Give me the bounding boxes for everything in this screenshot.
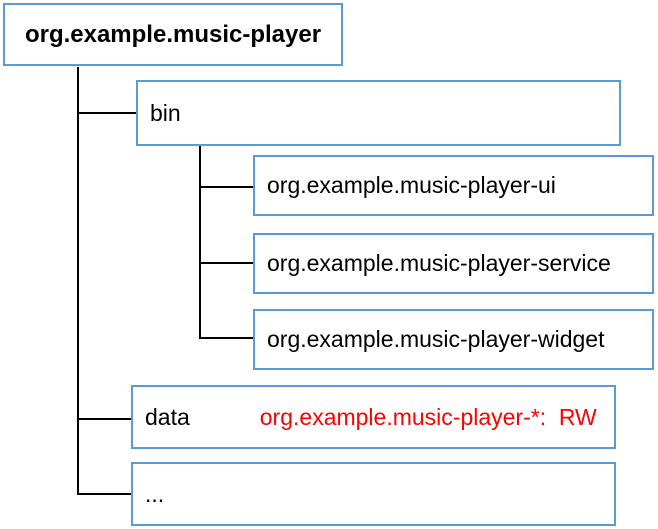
more-directories-label: ... <box>145 480 165 507</box>
more-directories-box: ... <box>131 462 616 526</box>
bin-child-label-service: org.example.music-player-service <box>267 250 611 276</box>
data-permission-rule: org.example.music-player-*: RW <box>259 403 597 430</box>
bin-child-box-widget: org.example.music-player-widget <box>253 309 654 370</box>
root-trunk-line <box>77 67 79 495</box>
bin-child-label-ui: org.example.music-player-ui <box>267 172 556 198</box>
bin-children-trunk-line <box>199 146 201 339</box>
data-directory-box: data org.example.music-player-*: RW <box>131 385 616 449</box>
bin-directory-box: bin <box>136 80 621 146</box>
root-package-box: org.example.music-player <box>3 3 343 66</box>
bin-child-label-widget: org.example.music-player-widget <box>267 326 605 352</box>
more-connector-line <box>79 493 131 495</box>
bin-directory-label: bin <box>150 99 181 126</box>
data-connector-line <box>79 418 131 420</box>
widget-connector-line <box>201 337 253 339</box>
bin-child-box-service: org.example.music-player-service <box>253 233 654 294</box>
ui-connector-line <box>201 186 253 188</box>
bin-connector-line <box>79 112 136 114</box>
bin-child-box-ui: org.example.music-player-ui <box>253 155 654 216</box>
data-directory-label: data <box>145 403 190 430</box>
root-package-label: org.example.music-player <box>24 20 322 48</box>
service-connector-line <box>201 262 253 264</box>
